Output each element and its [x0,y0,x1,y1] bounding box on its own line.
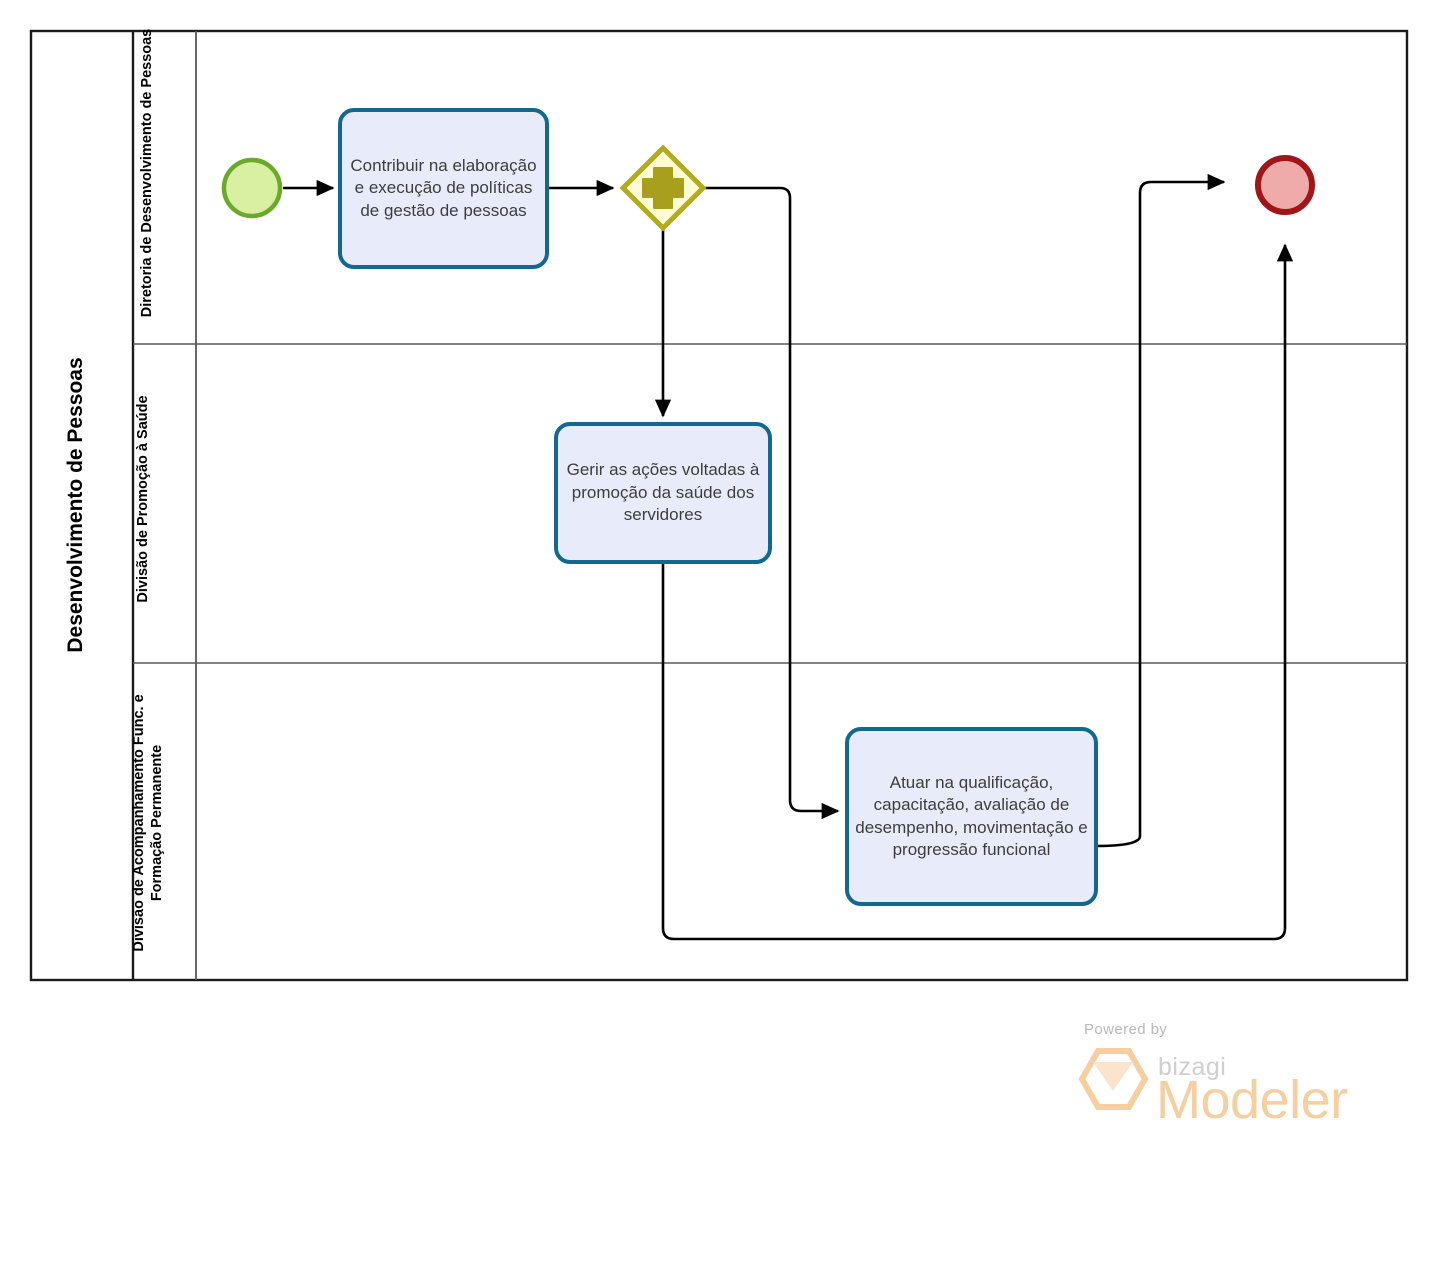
lane-3-header: Divisão de Acompanhamento Func. e Formaç… [131,694,165,952]
task-1-box[interactable] [338,108,549,269]
sequence-flows [283,173,1294,941]
flow-gateway-to-task3[interactable] [701,186,840,820]
lane-1-header: Diretoria de Desenvolvimento de Pessoas [139,28,156,318]
pool-title: Desenvolvimento de Pessoas [64,357,87,652]
lane-2-header: Divisão de Promoção à Saúde [135,395,152,603]
flow-task2-to-end[interactable] [661,243,1294,941]
start-event[interactable] [221,157,283,219]
task-2-label: Gerir as ações voltadas à promoção da sa… [566,460,760,525]
task-1-label: Contribuir na elaboração e execução de p… [350,155,537,220]
task-atuar-qualificacao[interactable]: Atuar na qualificação, capacitação, aval… [845,727,1098,906]
task-contribuir-politicas[interactable]: Contribuir na elaboração e execução de p… [338,108,549,269]
plus-icon [642,167,684,209]
task-3-label: Atuar na qualificação, capacitação, aval… [855,772,1088,859]
parallel-gateway[interactable] [619,144,707,232]
task-3-box[interactable] [845,727,1098,906]
task-gerir-acoes-saude[interactable]: Gerir as ações voltadas à promoção da sa… [554,422,772,564]
task-2-box[interactable] [554,422,772,564]
end-event[interactable] [1255,155,1315,215]
end-event-circle[interactable] [1255,155,1315,215]
lane-3-label: Divisão de Acompanhamento Func. e Formaç… [131,694,165,952]
lane-1-label: Diretoria de Desenvolvimento de Pessoas [139,28,156,318]
lane-2-label: Divisão de Promoção à Saúde [135,395,152,603]
start-event-circle[interactable] [221,157,283,219]
flow-task3-to-end[interactable] [1095,173,1226,848]
